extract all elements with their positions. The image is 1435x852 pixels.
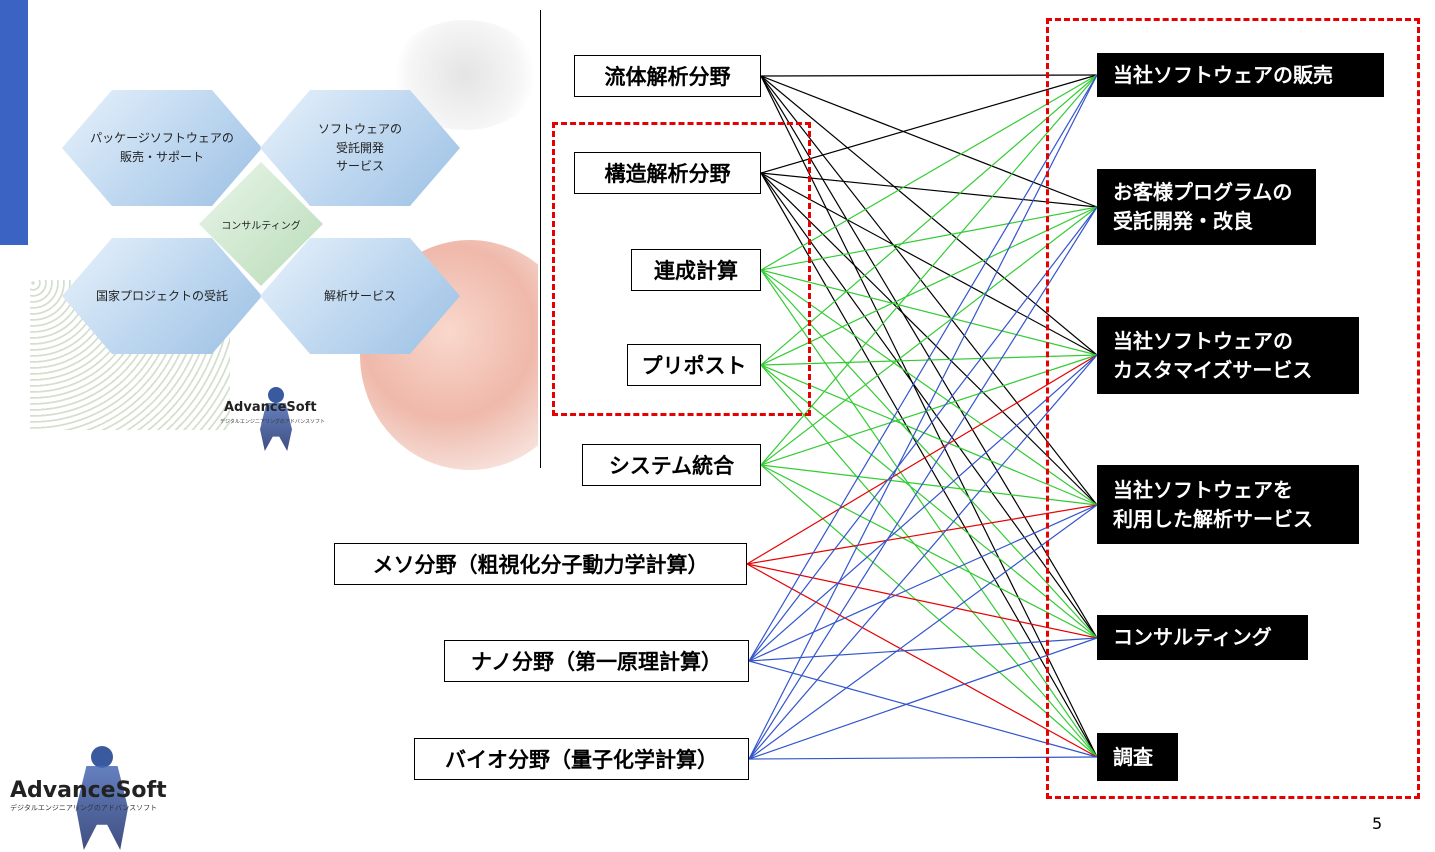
source-box-coupled-calculation: 連成計算 <box>631 249 761 291</box>
link-line <box>760 269 1098 758</box>
link-line <box>748 354 1098 760</box>
corner-logo-tagline: デジタルエンジニアリングのアドバンスソフト <box>10 804 158 812</box>
target-box-customization-service: 当社ソフトウェアの カスタマイズサービス <box>1097 317 1359 394</box>
link-line <box>760 172 1098 758</box>
hexagon-panel-logo: AdvanceSoft デジタルエンジニアリングのアドバンスソフト <box>220 385 370 465</box>
target-box-research: 調査 <box>1097 733 1178 781</box>
link-line <box>760 364 1098 639</box>
source-box-bio-field: バイオ分野（量子化学計算） <box>414 738 749 780</box>
target-box-software-sales: 当社ソフトウェアの販売 <box>1097 53 1384 97</box>
source-box-pre-post: プリポスト <box>627 344 761 386</box>
link-line <box>760 269 1098 506</box>
corner-logo: AdvanceSoft デジタルエンジニアリングのアドバンスソフト <box>8 740 193 850</box>
link-line <box>760 74 1098 366</box>
logo-wordmark: AdvanceSoft <box>224 400 317 415</box>
link-line <box>760 269 1098 356</box>
source-box-structural-analysis: 構造解析分野 <box>574 152 761 194</box>
link-line <box>760 172 1098 208</box>
corner-logo-figure-head <box>91 746 113 768</box>
link-line <box>746 354 1098 565</box>
link-line <box>760 206 1098 466</box>
link-line <box>760 75 1098 758</box>
link-line <box>748 74 1098 760</box>
link-line <box>748 354 1098 662</box>
link-line <box>748 637 1098 662</box>
structural-group-frame <box>552 122 811 416</box>
corner-logo-wordmark: AdvanceSoft <box>10 778 167 803</box>
link-line <box>760 75 1098 506</box>
page-number: 5 <box>1372 814 1383 833</box>
hex-contract-development: ソフトウェアの 受託開発 サービス <box>260 90 460 206</box>
services-group-frame <box>1046 18 1420 799</box>
hex-national-projects: 国家プロジェクトの受託 <box>62 238 262 354</box>
link-line <box>760 354 1098 366</box>
link-line <box>748 206 1098 760</box>
link-line <box>760 464 1098 639</box>
link-line <box>760 172 1098 356</box>
link-line <box>760 74 1098 466</box>
target-box-contract-development: お客様プログラムの 受託開発・改良 <box>1097 169 1316 245</box>
link-line <box>760 74 1098 174</box>
source-box-nano-field: ナノ分野（第一原理計算） <box>444 640 749 682</box>
link-line <box>760 364 1098 506</box>
link-line <box>760 464 1098 506</box>
link-line <box>760 464 1098 758</box>
link-line <box>748 637 1098 760</box>
link-line <box>760 74 1098 271</box>
link-line <box>748 504 1098 760</box>
link-line <box>746 563 1098 639</box>
link-line <box>760 364 1098 758</box>
hex-analysis-service: 解析サービス <box>260 238 460 354</box>
source-box-system-integration: システム統合 <box>582 444 761 486</box>
link-line <box>760 206 1098 271</box>
target-box-analysis-service: 当社ソフトウェアを 利用した解析サービス <box>1097 465 1359 544</box>
service-hexagon-illustration: パッケージソフトウェアの 販売・サポート ソフトウェアの 受託開発 サービス 国… <box>30 0 538 470</box>
link-line <box>748 660 1098 758</box>
link-line <box>748 504 1098 662</box>
link-line <box>760 172 1098 506</box>
link-line <box>760 75 1098 356</box>
source-box-fluid-analysis: 流体解析分野 <box>574 55 761 97</box>
logo-tagline: デジタルエンジニアリングのアドバンスソフト <box>220 419 326 425</box>
link-line <box>760 74 1098 77</box>
link-line <box>760 269 1098 639</box>
logo-figure-head <box>268 387 284 403</box>
link-line <box>746 563 1098 758</box>
link-line <box>748 206 1098 662</box>
vertical-divider <box>540 10 541 468</box>
accent-bar <box>0 0 28 245</box>
target-box-consulting: コンサルティング <box>1097 615 1308 660</box>
link-line <box>746 504 1098 565</box>
link-line <box>748 74 1098 662</box>
source-box-meso-field: メソ分野（粗視化分子動力学計算） <box>334 543 747 585</box>
link-line <box>760 206 1098 366</box>
link-line <box>760 354 1098 466</box>
link-line <box>748 756 1098 760</box>
